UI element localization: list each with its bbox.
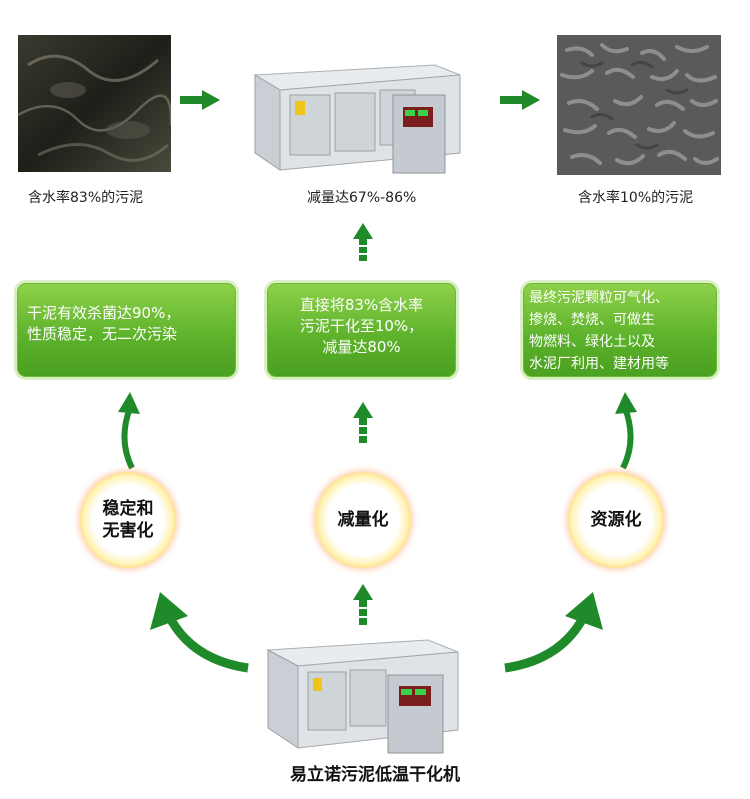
reduction-circle: 减量化 xyxy=(315,472,411,568)
curved-arrow-up-right-icon xyxy=(504,592,603,673)
sterilization-info-box: 干泥有效杀菌达90%， 性质稳定，无二次污染 xyxy=(14,280,239,380)
dry-sludge-photo xyxy=(557,35,721,175)
arrow-right-icon xyxy=(180,90,220,110)
circle-label: 稳定和 xyxy=(102,499,154,519)
drying-info-box: 直接将83%含水率 污泥干化至10%， 减量达80% xyxy=(264,280,459,380)
wet-sludge-photo xyxy=(18,35,171,172)
arrow-up-icon xyxy=(353,584,373,625)
reuse-info-box: 最终污泥颗粒可气化、 掺烧、焚烧、可做生 物燃料、绿化土以及 水泥厂利用、建材用… xyxy=(520,280,720,380)
arrow-up-icon xyxy=(353,402,373,443)
circle-label: 无害化 xyxy=(102,521,154,541)
product-title: 易立诺污泥低温干化机 xyxy=(290,765,460,785)
dry-sludge-caption: 含水率10%的污泥 xyxy=(578,190,694,206)
box-line: 水泥厂利用、建材用等 xyxy=(529,356,669,372)
circle-label: 资源化 xyxy=(590,510,642,530)
curved-arrow-up-icon xyxy=(615,392,637,470)
stabilization-circle: 稳定和 无害化 xyxy=(80,472,176,568)
circle-label: 减量化 xyxy=(337,510,389,530)
curved-arrow-up-left-icon xyxy=(150,592,249,673)
arrow-right-icon xyxy=(500,90,540,110)
box-line: 直接将83%含水率 xyxy=(299,296,424,314)
box-line: 减量达80% xyxy=(322,338,401,356)
box-line: 性质稳定，无二次污染 xyxy=(27,325,178,343)
box-line: 物燃料、绿化土以及 xyxy=(529,334,655,350)
box-line: 干泥有效杀菌达90%， xyxy=(27,304,181,322)
box-line: 掺烧、焚烧、可做生 xyxy=(529,312,655,328)
resource-circle: 资源化 xyxy=(568,472,664,568)
wet-sludge-caption: 含水率83%的污泥 xyxy=(28,190,144,206)
dryer-machine-photo-top xyxy=(235,35,475,175)
arrow-up-icon xyxy=(353,223,373,261)
box-line: 污泥干化至10%， xyxy=(299,317,424,335)
box-line: 最终污泥颗粒可气化、 xyxy=(529,290,669,306)
volume-reduction-caption: 减量达67%-86% xyxy=(307,190,417,206)
curved-arrow-up-icon xyxy=(118,392,140,470)
dryer-machine-photo-bottom xyxy=(258,620,470,755)
